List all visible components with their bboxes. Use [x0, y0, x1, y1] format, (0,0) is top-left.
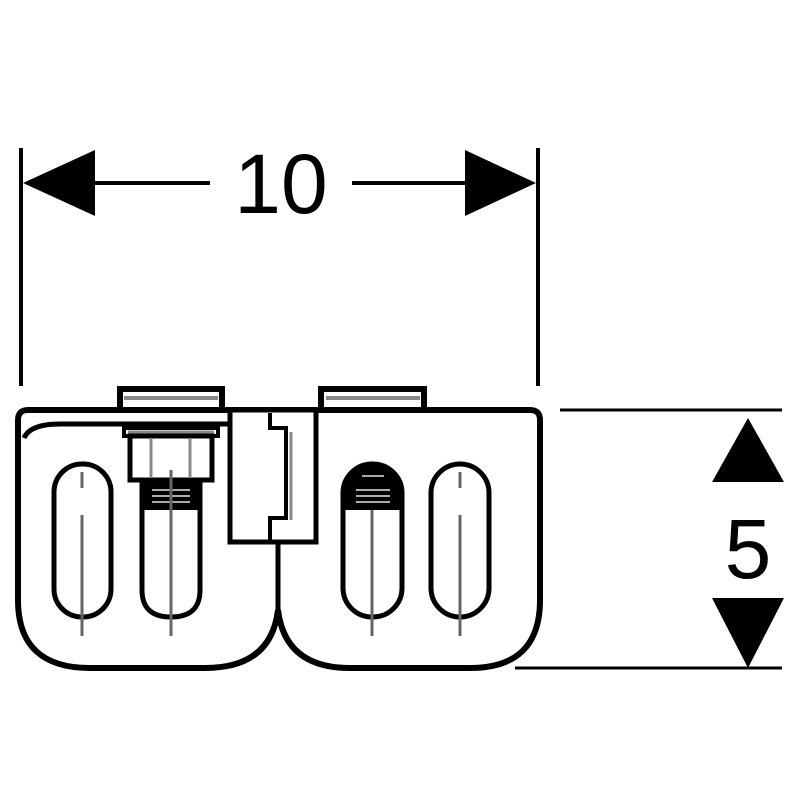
connector-housing — [15, 386, 543, 671]
width-dimension — [19, 148, 540, 386]
arrow-left-icon — [23, 150, 95, 216]
height-dimension — [515, 408, 784, 670]
width-label: 10 — [234, 137, 327, 231]
arrow-up-icon — [712, 418, 784, 482]
height-label: 5 — [725, 502, 772, 596]
arrow-down-icon — [712, 598, 784, 668]
thread-right — [345, 466, 400, 510]
arrow-right-icon — [465, 150, 536, 216]
latch-notch — [268, 413, 288, 540]
inner-lip — [21, 421, 228, 440]
